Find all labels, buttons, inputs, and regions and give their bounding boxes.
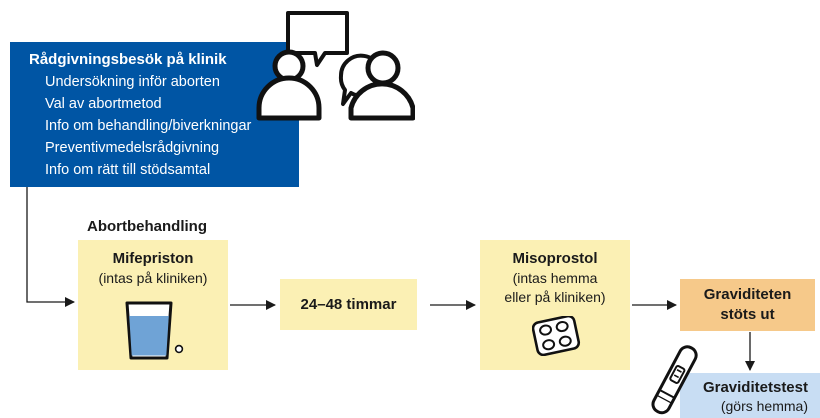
pregnancy-test-name: Graviditetstest bbox=[702, 379, 808, 396]
pregnancy-test-note: (görs hemma) bbox=[720, 398, 808, 414]
pill-blister-icon bbox=[532, 316, 581, 356]
people-talking-icon bbox=[256, 11, 415, 121]
pregnancy-test-box: Graviditetstest (görs hemma) bbox=[680, 373, 820, 418]
consultation-item: Info om rätt till stödsamtal bbox=[45, 162, 211, 178]
mifepristone-name: Mifepriston bbox=[112, 250, 194, 267]
connector-consult-to-mifepristone bbox=[26, 187, 75, 307]
wait-duration-box: 24–48 timmar bbox=[280, 279, 417, 330]
consultation-item: Undersökning inför aborten bbox=[45, 74, 220, 90]
water-glass-icon bbox=[125, 301, 184, 360]
mifepristone-box: Mifepriston (intas på kliniken) bbox=[78, 240, 228, 370]
expulsion-box: Graviditeten stöts ut bbox=[680, 279, 815, 331]
mifepristone-note: (intas på kliniken) bbox=[98, 270, 208, 286]
consultation-title: Rådgivningsbesök på klinik bbox=[29, 51, 227, 68]
consultation-item: Info om behandling/biverkningar bbox=[45, 118, 252, 134]
misoprostol-name: Misoprostol bbox=[512, 250, 598, 267]
misoprostol-box: Misoprostol (intas hemma eller på klinik… bbox=[480, 240, 630, 370]
pregnancy-test-icon bbox=[651, 345, 698, 415]
consultation-list: Undersökning inför aborten Val av abortm… bbox=[29, 71, 289, 181]
consultation-item: Val av abortmetod bbox=[45, 96, 162, 112]
misoprostol-note-line1: (intas hemma bbox=[512, 270, 598, 286]
expulsion-line1: Graviditeten bbox=[703, 286, 792, 303]
misoprostol-note-line2: eller på kliniken) bbox=[504, 289, 606, 305]
consultation-item: Preventivmedelsrådgivning bbox=[45, 140, 220, 156]
treatment-section-title: Abortbehandling bbox=[87, 218, 207, 235]
expulsion-line2: stöts ut bbox=[720, 306, 775, 323]
consultation-box: Rådgivningsbesök på klinik Undersökning … bbox=[10, 42, 299, 187]
